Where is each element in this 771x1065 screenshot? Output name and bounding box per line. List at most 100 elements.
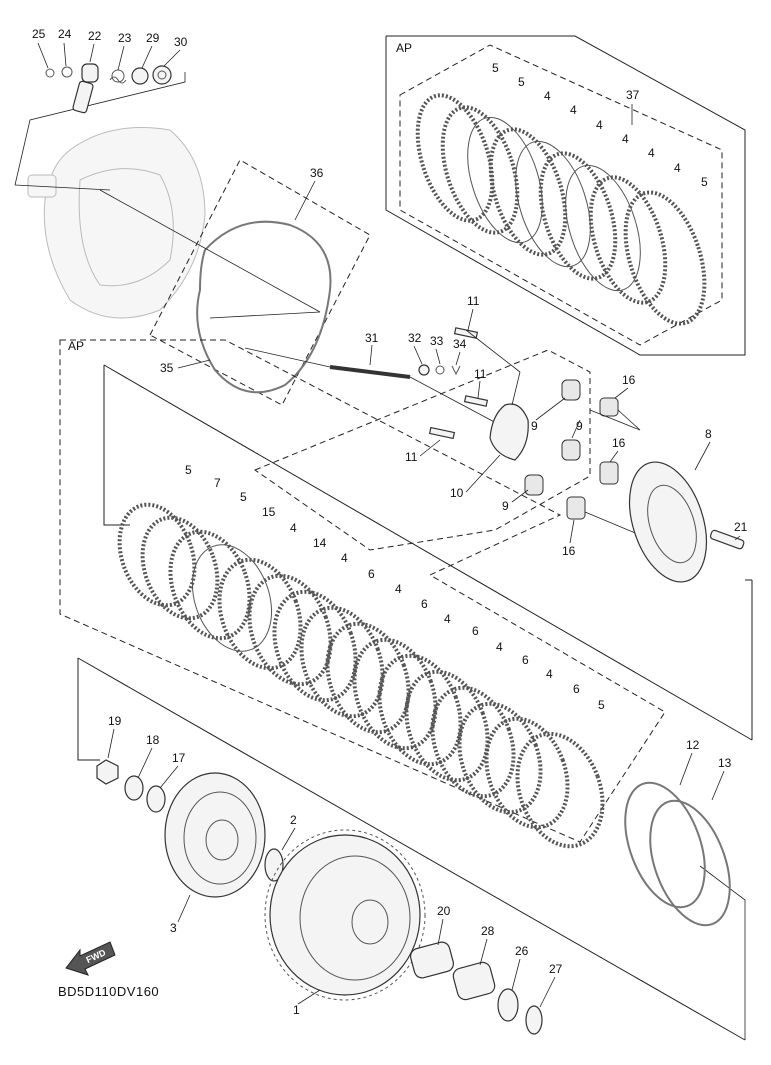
lock-washer-18 (124, 775, 144, 801)
spring-plate-10 (489, 403, 529, 461)
housing-gear-teeth (264, 829, 426, 1001)
callout-2: 2 (290, 813, 297, 827)
lower-callout-4b: 4 (341, 551, 348, 565)
clutch-cover-area (14, 72, 206, 319)
callout-29: 29 (146, 31, 160, 45)
needle-bearing-20 (409, 941, 455, 979)
upper-clutch-plate-4e (565, 164, 641, 292)
circlip-25 (45, 68, 55, 78)
forward-arrow-icon (65, 941, 116, 976)
upper-clutch-plate-4a (467, 116, 543, 244)
lower-clutch-plates (117, 502, 605, 849)
callout-labels: 25 24 22 23 29 30 36 35 31 32 33 34 11 1… (32, 27, 748, 1017)
lower-callout-6a: 6 (368, 567, 375, 581)
upper-callout-5a: 5 (492, 61, 499, 75)
upper-plate-4f (588, 175, 668, 305)
lower-callout-14: 14 (313, 536, 327, 550)
o-ring-12 (624, 781, 706, 909)
callout-16-top: 16 (622, 373, 636, 387)
bolt-11c (428, 426, 456, 440)
lower-callout-6c: 6 (472, 624, 479, 638)
damper-16a (599, 397, 619, 417)
callout-18: 18 (146, 733, 160, 747)
upper-plate-4b (488, 127, 568, 257)
callout-27: 27 (549, 962, 563, 976)
callout-37: 37 (626, 88, 640, 102)
upper-clutch-plates (415, 93, 707, 326)
callout-11-bottom: 11 (405, 450, 418, 464)
callout-19: 19 (108, 714, 122, 728)
upper-callout-4e: 4 (648, 146, 655, 160)
gasket-35 (196, 220, 332, 394)
push-lever-shaft (72, 80, 94, 114)
lower-callout-15: 15 (262, 505, 276, 519)
upper-callout-5b: 5 (518, 75, 525, 89)
callout-28: 28 (481, 924, 495, 938)
callout-3: 3 (170, 921, 177, 935)
callout-26: 26 (515, 944, 529, 958)
callout-11-mid: 11 (474, 367, 487, 381)
callout-16-bottom: 16 (562, 544, 576, 558)
primary-driven-gear-1 (269, 834, 421, 996)
spring-9b (561, 439, 581, 461)
upper-callout-4b: 4 (570, 103, 577, 117)
spring-9c (524, 474, 544, 496)
leader-lines (37, 42, 741, 1008)
upper-friction-plate-5b (440, 105, 520, 235)
lower-callout-6d: 6 (522, 653, 529, 667)
upper-group-label: AP (396, 41, 412, 55)
callout-12: 12 (686, 738, 700, 752)
spacer-28 (452, 961, 496, 1001)
fwd-arrow: FWD (65, 941, 116, 976)
lower-callout-7: 7 (214, 476, 221, 490)
upper-plate-4d (538, 151, 618, 281)
callout-11-top: 11 (467, 294, 480, 308)
lower-callout-5b: 5 (240, 490, 247, 504)
lower-callout-6b: 6 (421, 597, 428, 611)
lower-group-label: AP (68, 339, 84, 353)
callout-10: 10 (450, 486, 464, 500)
upper-clutch-plate-4c (515, 140, 591, 268)
bolt-21 (709, 529, 745, 550)
lower-plate-kit-group: AP (59, 339, 753, 843)
callout-25: 25 (32, 27, 46, 41)
washer-27 (525, 1005, 543, 1035)
callout-17: 17 (172, 751, 186, 765)
washer-33 (435, 365, 445, 375)
clutch-boss-3 (164, 772, 266, 898)
callout-9-c: 9 (502, 499, 509, 513)
callout-31: 31 (365, 331, 379, 345)
callout-30: 30 (174, 35, 188, 49)
callout-1: 1 (293, 1003, 300, 1017)
upper-callout-4f: 4 (674, 161, 681, 175)
callout-21: 21 (734, 520, 748, 534)
upper-callout-4c: 4 (596, 118, 603, 132)
top-small-parts (45, 63, 172, 114)
upper-plate-kit-group: AP (385, 35, 746, 356)
lower-callout-5a: 5 (185, 463, 192, 477)
callout-20: 20 (437, 904, 451, 918)
upper-callout-4d: 4 (622, 132, 629, 146)
callout-33: 33 (430, 334, 444, 348)
seal-29 (131, 67, 149, 85)
nut-32 (418, 364, 430, 376)
pressure-plate-8 (628, 461, 708, 583)
upper-friction-plate-5c (623, 190, 707, 326)
o-ring-13 (649, 799, 731, 927)
upper-friction-plate-5a (415, 93, 495, 223)
callout-8: 8 (705, 427, 712, 441)
callout-34: 34 (453, 337, 467, 351)
washer-17 (146, 785, 166, 813)
diagram-code: BD5D110DV160 (58, 984, 159, 999)
callout-13: 13 (718, 756, 732, 770)
spring-9a (561, 379, 581, 401)
lower-callout-4e: 4 (496, 640, 503, 654)
push-lever-22 (81, 63, 99, 83)
callout-9-a: 9 (531, 419, 538, 433)
lower-callout-6e: 6 (573, 682, 580, 696)
damper-16c (566, 496, 586, 520)
lower-callout-4a: 4 (290, 521, 297, 535)
callout-35: 35 (160, 361, 174, 375)
callout-32: 32 (408, 331, 422, 345)
